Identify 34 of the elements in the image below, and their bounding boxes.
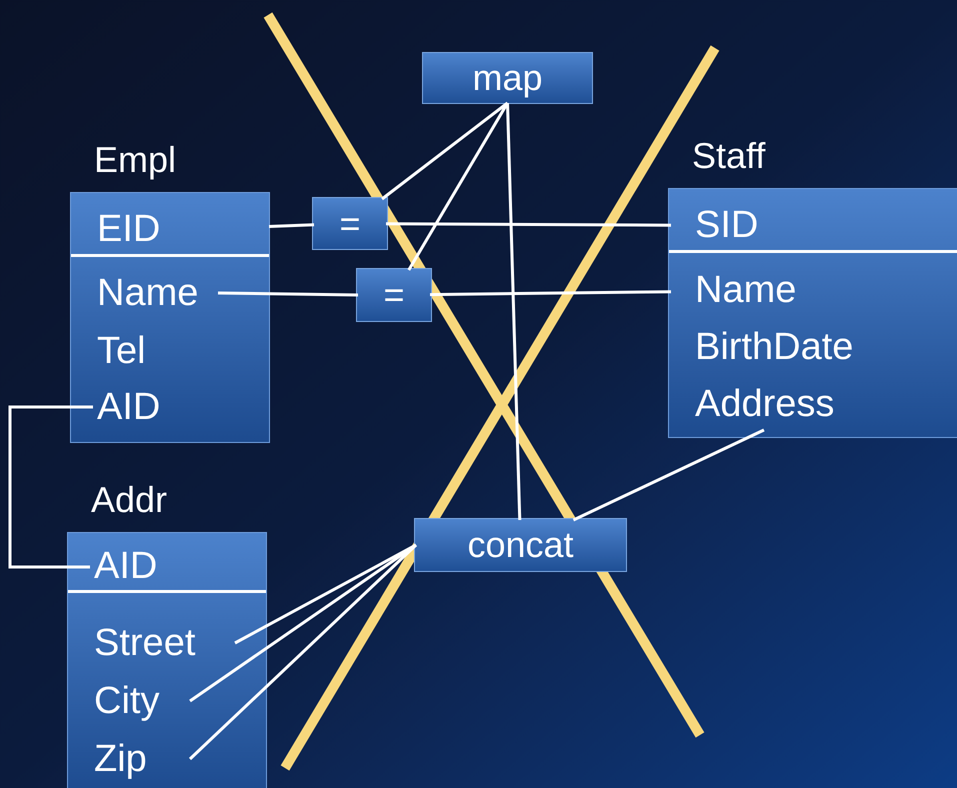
field-label: Name — [669, 262, 957, 318]
table-title: Staff — [692, 134, 766, 178]
function-box: concat — [414, 518, 627, 572]
connector-line — [234, 544, 417, 644]
connector-line — [8, 406, 93, 568]
entity-table — [668, 188, 957, 438]
field-label: AID — [71, 379, 269, 435]
connector-line — [386, 222, 671, 227]
field-label: BirthDate — [669, 319, 957, 375]
function-box: = — [356, 268, 432, 322]
function-box: = — [312, 197, 388, 250]
entity-table — [70, 192, 270, 443]
entity-table — [67, 532, 267, 788]
connector-line — [218, 292, 358, 296]
connector-line — [268, 223, 314, 228]
field-label: Street — [68, 615, 238, 671]
function-box: map — [422, 52, 593, 104]
connector-line — [430, 290, 672, 296]
field-label: SID — [669, 199, 957, 253]
field-label: Tel — [71, 323, 269, 379]
connector-line — [381, 102, 508, 200]
connector-line — [188, 544, 418, 760]
connector-line — [189, 544, 417, 702]
connector-line — [572, 428, 765, 522]
field-label: City — [68, 673, 193, 729]
table-title: Empl — [94, 138, 176, 182]
field-label: AID — [68, 541, 266, 593]
connector-line — [407, 102, 509, 271]
field-label: Zip — [68, 731, 193, 787]
table-title: Addr — [91, 478, 168, 522]
field-label: Name — [71, 265, 221, 321]
field-label: Address — [669, 376, 957, 432]
connector-line — [506, 102, 522, 520]
field-label: EID — [71, 203, 269, 257]
